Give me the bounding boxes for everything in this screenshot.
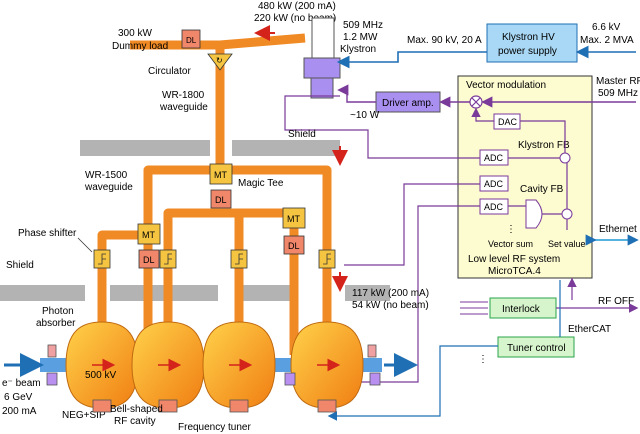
neg-sip-pumps xyxy=(46,372,381,386)
upper-shield xyxy=(80,140,340,156)
bell-cavity-label-b: RF cavity xyxy=(114,416,156,427)
phase-shifter-icons xyxy=(98,253,331,265)
hv-feed-line xyxy=(336,51,487,69)
dummy-load-power: 300 kW xyxy=(118,28,152,39)
dummy-load-right: DL xyxy=(283,235,305,255)
klystron-power: 1.2 MW xyxy=(343,32,378,43)
hv-input-b: Max. 2 MVA xyxy=(580,35,634,46)
ethercat-label: EtherCAT xyxy=(568,324,611,335)
llrf-label-b: MicroTCA.4 xyxy=(488,266,541,277)
driver-power-label: ~10 W xyxy=(350,110,380,121)
beam-label-a: e⁻ beam xyxy=(2,378,41,389)
magic-tee-main: MT xyxy=(209,163,233,185)
top-power-nobeam-label: 220 kW (no beam) xyxy=(254,13,336,24)
hv-box-label-b: power supply xyxy=(498,46,557,57)
klystron-freq: 509 MHz xyxy=(343,20,383,31)
magic-tee-left: MT xyxy=(137,223,161,245)
adc-label-1: ADC xyxy=(484,153,504,163)
hv-box-label-a: Klystron HV xyxy=(502,32,555,43)
photon-absorbers xyxy=(47,344,377,358)
svg-text:MT: MT xyxy=(214,170,227,180)
svg-text:MT: MT xyxy=(287,214,300,224)
wr1800-label-b: waveguide xyxy=(159,102,208,113)
master-rf-label-b: 509 MHz xyxy=(598,88,638,99)
hv-spec-label: Max. 90 kV, 20 A xyxy=(407,35,482,46)
beam-label-c: 200 mA xyxy=(2,406,37,417)
klystron-fb-label: Klystron FB xyxy=(518,140,570,151)
wr1800-label-a: WR-1800 xyxy=(162,90,205,101)
klystron xyxy=(303,17,341,99)
set-value-label: Set value xyxy=(548,239,586,249)
vector-modulator-cross xyxy=(471,97,481,107)
svg-text:DL: DL xyxy=(143,255,155,265)
adc-label-3: ADC xyxy=(484,202,504,212)
photon-absorber-label-a: Photon xyxy=(42,306,74,317)
klystron-hv-power-supply xyxy=(486,23,578,63)
vector-sum-block xyxy=(525,199,543,229)
master-rf-label-a: Master RF xyxy=(596,76,640,87)
vector-sum-label: Vector sum xyxy=(488,239,533,249)
svg-text:DL: DL xyxy=(288,241,300,251)
phase-shifter-label: Phase shifter xyxy=(18,228,77,239)
vector-modulation-label: Vector modulation xyxy=(466,80,546,91)
adc-label-2: ADC xyxy=(484,179,504,189)
interlock-inputs xyxy=(460,301,488,315)
hv-input-a: 6.6 kV xyxy=(592,22,621,33)
ethernet-label: Ethernet xyxy=(599,224,637,235)
rf-off-label: RF OFF xyxy=(598,296,634,307)
tuner-drive-line xyxy=(327,345,498,421)
tuner-control-box xyxy=(497,336,575,358)
dac-output-line xyxy=(471,107,494,122)
dummy-load-box xyxy=(181,29,201,49)
tuner-control-label: Tuner control xyxy=(507,343,566,354)
tuner-dots: ⋮ xyxy=(478,354,488,365)
interlock-label: Interlock xyxy=(502,304,541,315)
lower-shield xyxy=(0,285,390,301)
magic-tee-label: Magic Tee xyxy=(238,178,284,189)
dac-label: DAC xyxy=(498,117,518,127)
llrf-label-a: Low level RF system xyxy=(468,254,560,265)
cavity-power-label-b: 54 kW (no beam) xyxy=(352,300,429,311)
circulator-symbol: ↻ xyxy=(216,56,223,65)
frequency-tuners xyxy=(92,399,337,413)
klystron-label: Klystron xyxy=(340,44,376,55)
svg-text:MT: MT xyxy=(142,230,155,240)
cavity-voltage-label: 500 kV xyxy=(85,370,116,381)
svg-text:DL: DL xyxy=(215,195,227,205)
phase-shifter-pointer xyxy=(77,237,93,253)
beam-label-b: 6 GeV xyxy=(4,392,33,403)
dummy-load-main: DL xyxy=(210,189,232,209)
circulator-icon xyxy=(207,53,233,71)
dummy-load-label: Dummy load xyxy=(112,41,168,52)
klystron-fb-sum xyxy=(559,152,571,164)
sum-to-dac xyxy=(520,120,566,153)
photon-absorber-label-b: absorber xyxy=(36,318,76,329)
cavity-fb-label: Cavity FB xyxy=(520,184,564,195)
cavity-fb-sum xyxy=(561,208,573,220)
circulator-label: Circulator xyxy=(148,66,191,77)
bell-cavity-label-a: Bell-shaped xyxy=(110,404,163,415)
magic-tee-right: MT xyxy=(282,207,306,229)
dummy-load-box-label: DL xyxy=(186,36,197,45)
driver-amp-label: Driver amp. xyxy=(382,98,434,109)
frequency-tuner-label: Frequency tuner xyxy=(178,422,251,433)
neg-sip-label: NEG+SIP xyxy=(62,410,106,421)
dummy-load-left: DL xyxy=(138,249,160,269)
top-power-label: 480 kW (200 mA) xyxy=(258,1,336,12)
wr1500-label-a: WR-1500 xyxy=(85,170,128,181)
driver-output-line xyxy=(337,84,376,103)
vector-dots: ⋮ xyxy=(506,224,516,235)
lower-shield-label: Shield xyxy=(6,260,34,271)
upper-shield-label: Shield xyxy=(288,129,316,140)
wr1500-label-b: waveguide xyxy=(84,182,133,193)
cavity-power-label-a: 117 kW (200 mA) xyxy=(352,288,429,299)
